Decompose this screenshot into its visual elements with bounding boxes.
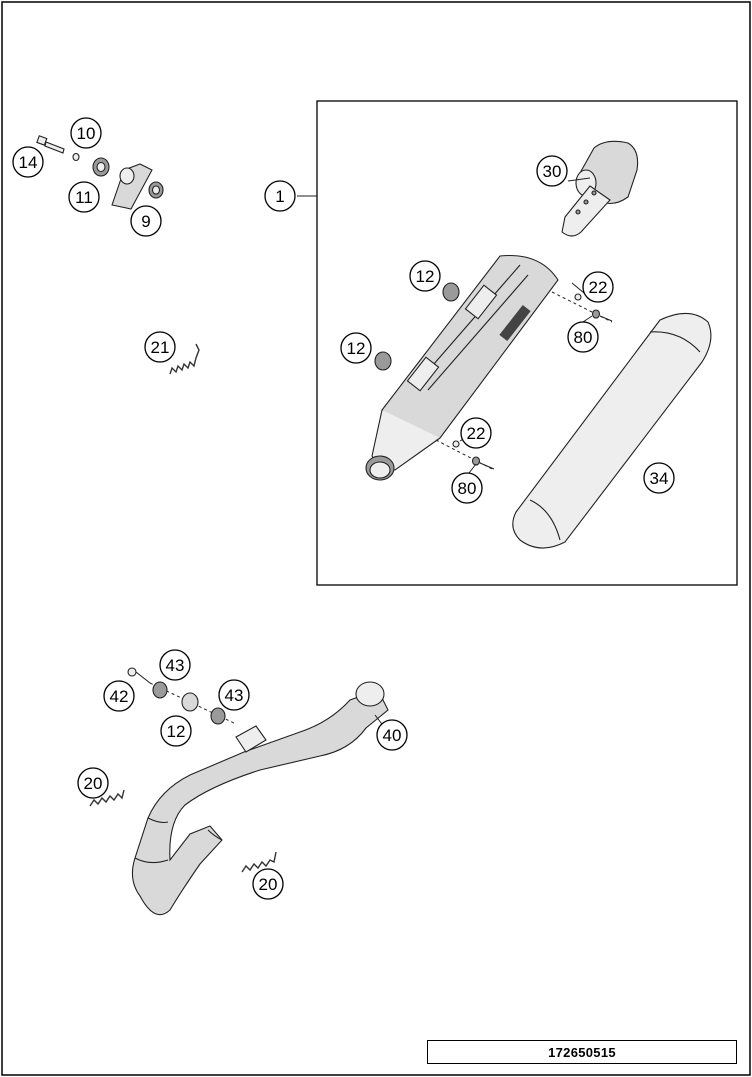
svg-text:80: 80 — [458, 479, 477, 498]
callout-14: 14 — [12, 146, 44, 178]
svg-text:80: 80 — [574, 328, 593, 347]
callout-43-lower: 43 — [218, 679, 250, 711]
callout-80-lower: 80 — [451, 472, 483, 504]
callout-34: 34 — [643, 462, 675, 494]
svg-text:22: 22 — [467, 424, 486, 443]
grommet-part-12-lower — [374, 351, 392, 371]
silencer-assembly-box — [316, 100, 738, 586]
svg-text:1: 1 — [275, 187, 284, 206]
grommet-part-12-pipe — [181, 692, 199, 712]
svg-text:34: 34 — [650, 469, 669, 488]
callout-9: 9 — [130, 205, 162, 237]
leader-80-lower — [468, 463, 477, 474]
washer-part-43-upper — [152, 681, 168, 699]
svg-text:12: 12 — [347, 339, 366, 358]
grommet-part-12-upper — [442, 282, 460, 302]
leader-80-upper — [582, 315, 593, 323]
callout-10: 10 — [70, 117, 102, 149]
svg-text:40: 40 — [383, 726, 402, 745]
callout-40: 40 — [376, 719, 408, 751]
document-number: 172650515 — [548, 1044, 616, 1060]
svg-text:11: 11 — [75, 188, 93, 207]
callout-1: 1 — [264, 180, 296, 212]
svg-text:10: 10 — [77, 124, 96, 143]
svg-text:14: 14 — [19, 153, 38, 172]
callout-42: 42 — [103, 680, 135, 712]
leader-22-upper — [571, 282, 585, 294]
callout-22-upper: 22 — [582, 271, 614, 303]
nut-part-9 — [148, 181, 164, 199]
callout-43-upper: 43 — [159, 649, 191, 681]
spring-part-20-right — [241, 851, 277, 873]
callout-20-left: 20 — [77, 767, 109, 799]
screw-part-22-upper — [551, 291, 613, 323]
callout-12-upper: 12 — [409, 260, 441, 292]
bushing-part-11 — [92, 157, 110, 177]
spring-part-20-left — [89, 789, 125, 807]
svg-text:22: 22 — [589, 278, 608, 297]
washer-part-10 — [72, 152, 80, 162]
callout-12-middle: 12 — [340, 332, 372, 364]
svg-text:12: 12 — [167, 722, 186, 741]
svg-text:12: 12 — [416, 267, 435, 286]
svg-text:20: 20 — [84, 774, 103, 793]
header-pipe-part-40 — [131, 681, 389, 916]
svg-text:30: 30 — [543, 162, 562, 181]
callout-80-upper: 80 — [567, 321, 599, 353]
silencer-sleeve-part-34 — [512, 312, 712, 549]
svg-text:20: 20 — [259, 875, 278, 894]
bolt-part-14 — [36, 135, 65, 154]
callout-12-pipe: 12 — [160, 715, 192, 747]
callout-21: 21 — [144, 331, 176, 363]
end-cap-part-30 — [561, 140, 639, 237]
callout-11: 11 — [68, 181, 100, 213]
silencer-body — [365, 254, 559, 481]
callout-22-lower: 22 — [460, 417, 492, 449]
svg-text:21: 21 — [151, 338, 170, 357]
leader-30 — [567, 177, 591, 182]
washer-part-43-lower — [210, 707, 226, 725]
callout-30: 30 — [536, 155, 568, 187]
spring-part-21 — [169, 343, 200, 375]
bracket-part — [111, 163, 153, 210]
callout-20-right: 20 — [252, 868, 284, 900]
svg-text:42: 42 — [110, 687, 129, 706]
svg-text:43: 43 — [225, 686, 244, 705]
document-number-box: 172650515 — [427, 1040, 737, 1064]
screw-part-22-lower — [435, 439, 495, 471]
svg-text:9: 9 — [141, 212, 150, 231]
svg-text:43: 43 — [166, 656, 185, 675]
